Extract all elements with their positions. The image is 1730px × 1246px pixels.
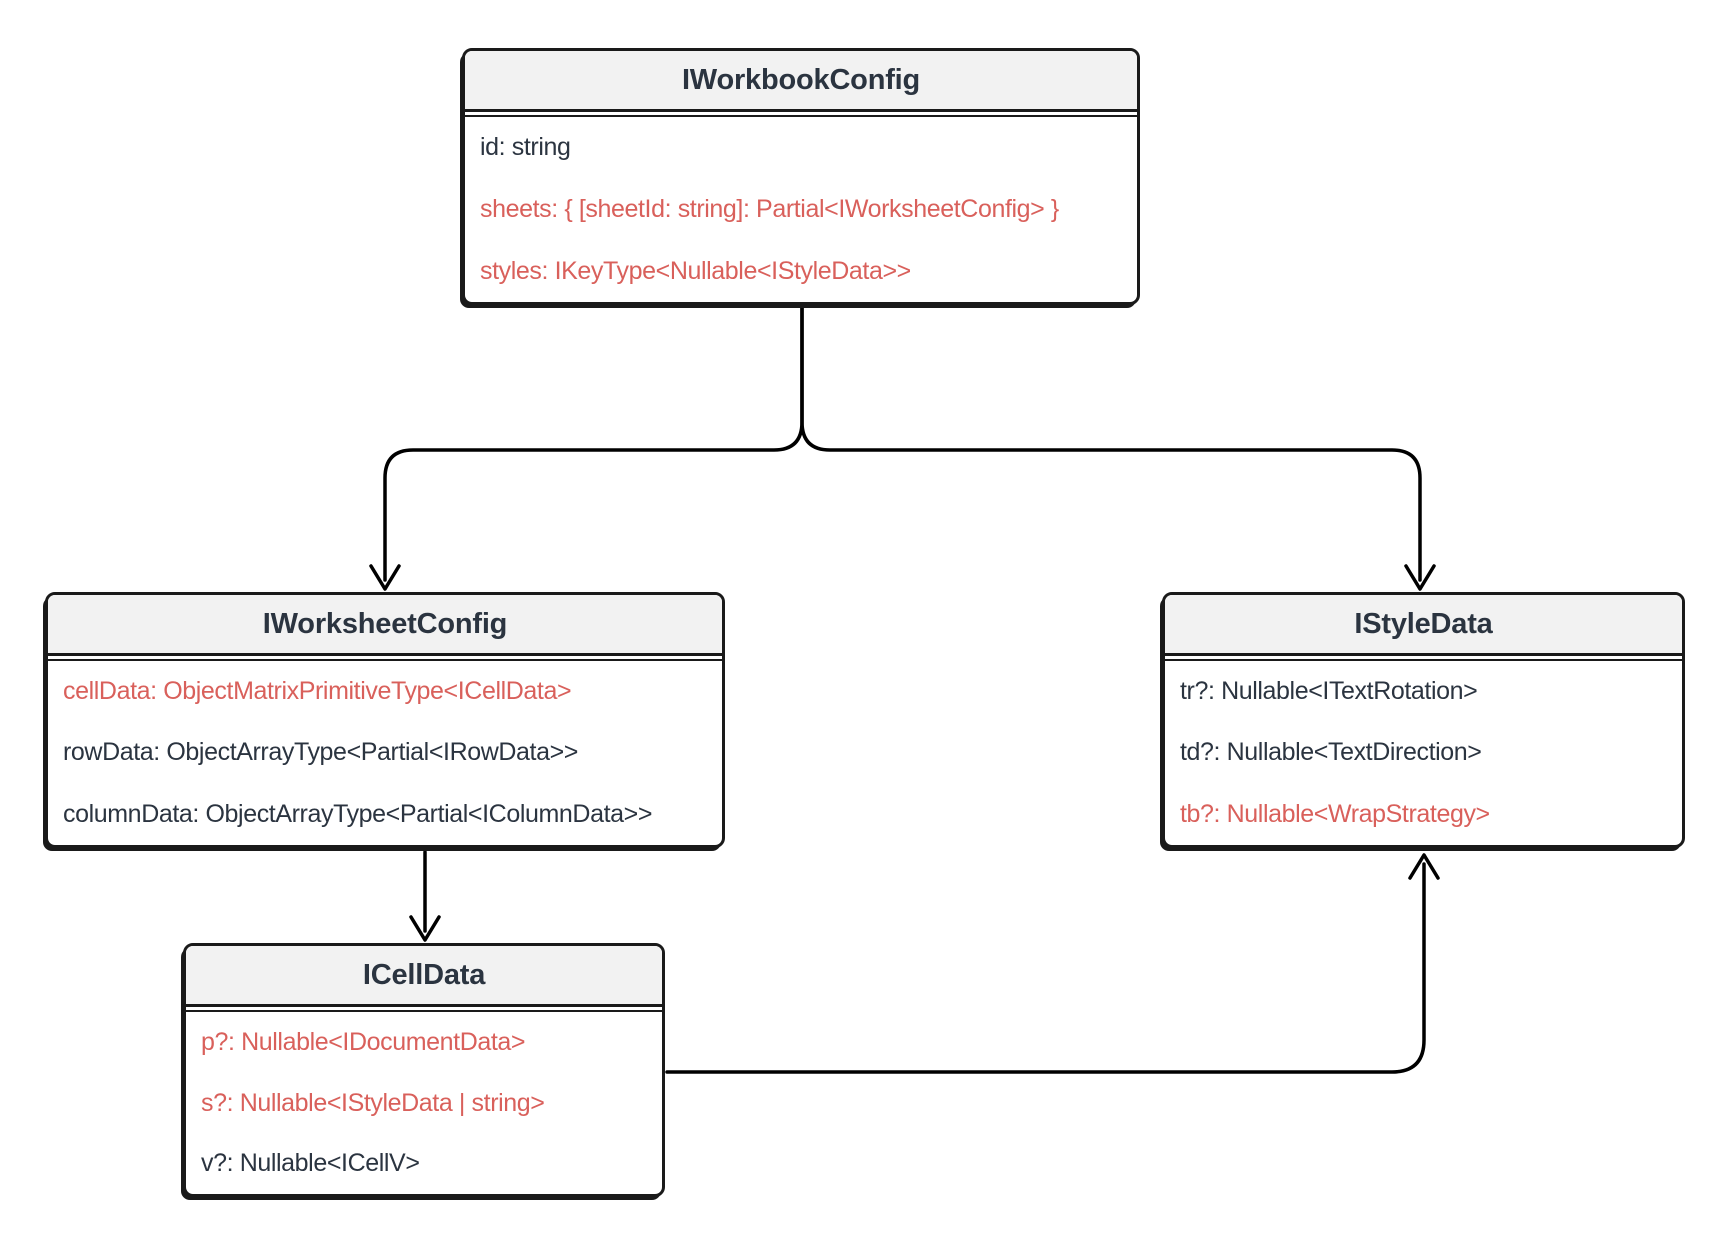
- member-rowdata: rowData: ObjectArrayType<Partial<IRowDat…: [63, 738, 578, 767]
- arrowhead-styledata-bottom-icon: [1408, 853, 1440, 880]
- class-box-icelldata: ICellData p?: Nullable<IDocumentData> s?…: [183, 943, 665, 1197]
- member-td: td?: Nullable<TextDirection>: [1180, 738, 1482, 767]
- member-tr: tr?: Nullable<ITextRotation>: [1180, 677, 1478, 706]
- arrowhead-worksheet-icon: [369, 564, 401, 591]
- member-columndata: columnData: ObjectArrayType<Partial<ICol…: [63, 799, 653, 828]
- class-title-icelldata: ICellData: [186, 946, 662, 1007]
- class-members: tr?: Nullable<ITextRotation> td?: Nullab…: [1165, 661, 1682, 845]
- header-divider: [1165, 656, 1682, 661]
- arrowhead-styledata-top-icon: [1404, 564, 1436, 591]
- class-box-iworkbookconfig: IWorkbookConfig id: string sheets: { [sh…: [462, 48, 1140, 305]
- header-divider: [186, 1007, 662, 1012]
- edge-workbook-to-styledata: [800, 305, 1422, 582]
- class-box-iworksheetconfig: IWorksheetConfig cellData: ObjectMatrixP…: [45, 592, 725, 848]
- class-box-istyledata: IStyleData tr?: Nullable<ITextRotation> …: [1162, 592, 1685, 848]
- header-divider: [48, 656, 722, 661]
- class-title-iworkbookconfig: IWorkbookConfig: [465, 51, 1137, 112]
- header-divider: [465, 112, 1137, 117]
- member-id: id: string: [480, 133, 571, 162]
- class-title-istyledata: IStyleData: [1165, 595, 1682, 656]
- member-sheets: sheets: { [sheetId: string]: Partial<IWo…: [480, 195, 1059, 223]
- member-s: s?: Nullable<IStyleData | string>: [201, 1088, 545, 1117]
- member-celldata: cellData: ObjectMatrixPrimitiveType<ICel…: [63, 677, 572, 706]
- class-members: p?: Nullable<IDocumentData> s?: Nullable…: [186, 1012, 662, 1194]
- member-p: p?: Nullable<IDocumentData>: [201, 1027, 526, 1056]
- class-title-iworksheetconfig: IWorksheetConfig: [48, 595, 722, 656]
- class-members: id: string sheets: { [sheetId: string]: …: [465, 117, 1137, 302]
- edge-workbook-to-worksheet: [383, 305, 804, 582]
- arrowhead-celldata-icon: [409, 915, 441, 942]
- member-v: v?: Nullable<ICellV>: [201, 1149, 420, 1178]
- member-styles: styles: IKeyType<Nullable<IStyleData>>: [480, 256, 911, 285]
- class-members: cellData: ObjectMatrixPrimitiveType<ICel…: [48, 661, 722, 845]
- member-tb: tb?: Nullable<WrapStrategy>: [1180, 799, 1490, 828]
- edge-celldata-to-styledata: [665, 862, 1426, 1074]
